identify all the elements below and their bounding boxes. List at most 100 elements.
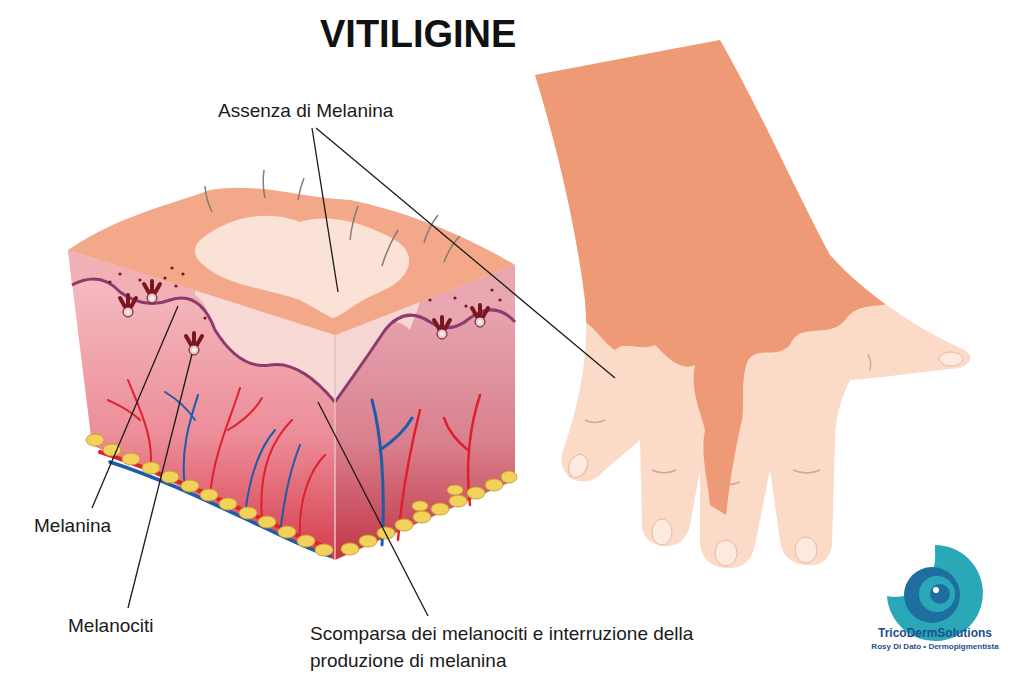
leader-lines bbox=[92, 128, 615, 616]
fat-cell bbox=[278, 526, 296, 538]
skin-surface bbox=[68, 188, 515, 335]
vein-branches bbox=[165, 392, 300, 532]
blood-vessels bbox=[100, 380, 480, 556]
fat-cell bbox=[359, 535, 377, 547]
granule bbox=[170, 266, 173, 269]
leader-line bbox=[312, 128, 338, 292]
vein bbox=[110, 462, 330, 556]
granule bbox=[174, 284, 177, 287]
fat-layer bbox=[86, 434, 517, 556]
knuckle bbox=[712, 482, 740, 485]
granule bbox=[163, 276, 166, 279]
cube-edge bbox=[334, 335, 336, 560]
artery bbox=[398, 395, 480, 540]
melanocytes bbox=[120, 281, 488, 355]
cell-body bbox=[475, 317, 485, 327]
hair bbox=[350, 206, 358, 240]
callout-label: Melanociti bbox=[68, 613, 154, 639]
logo-name: TricoDermSolutions bbox=[878, 626, 992, 640]
depigmented-patch bbox=[195, 216, 409, 318]
granule bbox=[108, 280, 111, 283]
fat-cell bbox=[297, 535, 315, 547]
cell-body bbox=[147, 293, 157, 303]
fat-cell bbox=[449, 495, 467, 507]
knuckle-lines bbox=[585, 354, 871, 485]
hand bbox=[515, 25, 970, 568]
fat-cell bbox=[258, 516, 276, 528]
hair bbox=[444, 236, 460, 262]
fat-cell bbox=[447, 485, 463, 495]
fat-cell bbox=[412, 501, 428, 511]
fat-cell bbox=[200, 489, 218, 501]
artery-branches bbox=[108, 380, 325, 538]
melanocyte bbox=[472, 305, 488, 327]
fat-cell bbox=[239, 507, 257, 519]
fat-cell bbox=[395, 519, 413, 531]
callout-label: Melanina bbox=[34, 513, 111, 539]
fat-cell bbox=[219, 498, 237, 510]
logo-circle bbox=[904, 567, 960, 623]
fat-cell bbox=[431, 503, 449, 515]
nails bbox=[565, 352, 963, 566]
hairs bbox=[205, 170, 460, 266]
nail bbox=[565, 451, 591, 480]
hair bbox=[298, 178, 304, 200]
pigmented-skin bbox=[515, 25, 900, 515]
fat-cell bbox=[341, 543, 359, 555]
fat-cell bbox=[122, 453, 140, 465]
leader-line bbox=[316, 128, 615, 378]
logo-subtitle: Rosy Di Dato • Dermopigmentista bbox=[871, 642, 998, 652]
granule bbox=[498, 298, 501, 301]
logo-inner bbox=[919, 576, 955, 612]
knuckle bbox=[652, 470, 676, 473]
granule bbox=[138, 278, 141, 281]
hair bbox=[382, 230, 398, 266]
cell-body bbox=[437, 329, 447, 339]
callout-label: Assenza di Melanina bbox=[218, 98, 393, 124]
granule bbox=[428, 298, 431, 301]
fat-cell bbox=[485, 479, 503, 491]
hair bbox=[263, 170, 265, 198]
logo-core bbox=[930, 584, 950, 604]
logo-highlight bbox=[933, 587, 939, 593]
melanocyte bbox=[144, 281, 160, 303]
nail bbox=[715, 540, 737, 566]
fat-cell bbox=[86, 434, 104, 446]
fat-cell bbox=[467, 487, 485, 499]
diagram-title: VITILIGINE bbox=[320, 12, 516, 56]
fat-cell bbox=[142, 462, 160, 474]
fat-cell bbox=[181, 480, 199, 492]
melanocyte bbox=[434, 317, 450, 339]
granule bbox=[181, 272, 184, 275]
granule bbox=[464, 304, 467, 307]
cell-body bbox=[123, 307, 133, 317]
melanocyte bbox=[186, 333, 202, 355]
skin-cube bbox=[68, 170, 517, 560]
fat-cell bbox=[315, 544, 333, 556]
granule bbox=[453, 296, 456, 299]
leader-line bbox=[318, 402, 428, 616]
granule bbox=[490, 288, 493, 291]
nail bbox=[795, 537, 817, 563]
melanin-granules bbox=[108, 266, 501, 319]
knuckle bbox=[793, 470, 820, 473]
fat-cell bbox=[161, 471, 179, 483]
granule bbox=[118, 272, 121, 275]
fat-cell bbox=[501, 471, 517, 483]
melanocyte bbox=[120, 295, 136, 317]
knuckle bbox=[868, 354, 871, 370]
hair bbox=[205, 186, 212, 212]
pigmented-skin-group bbox=[515, 25, 900, 515]
granule bbox=[203, 316, 206, 319]
leader-line bbox=[92, 306, 178, 508]
nail bbox=[939, 352, 963, 366]
knuckle bbox=[585, 420, 605, 423]
nail bbox=[652, 519, 672, 545]
leader-line bbox=[128, 354, 192, 608]
cell-body bbox=[189, 345, 199, 355]
callout-label: Scomparsa dei melanociti e interruzione … bbox=[310, 620, 710, 674]
fat-cell bbox=[413, 511, 431, 523]
